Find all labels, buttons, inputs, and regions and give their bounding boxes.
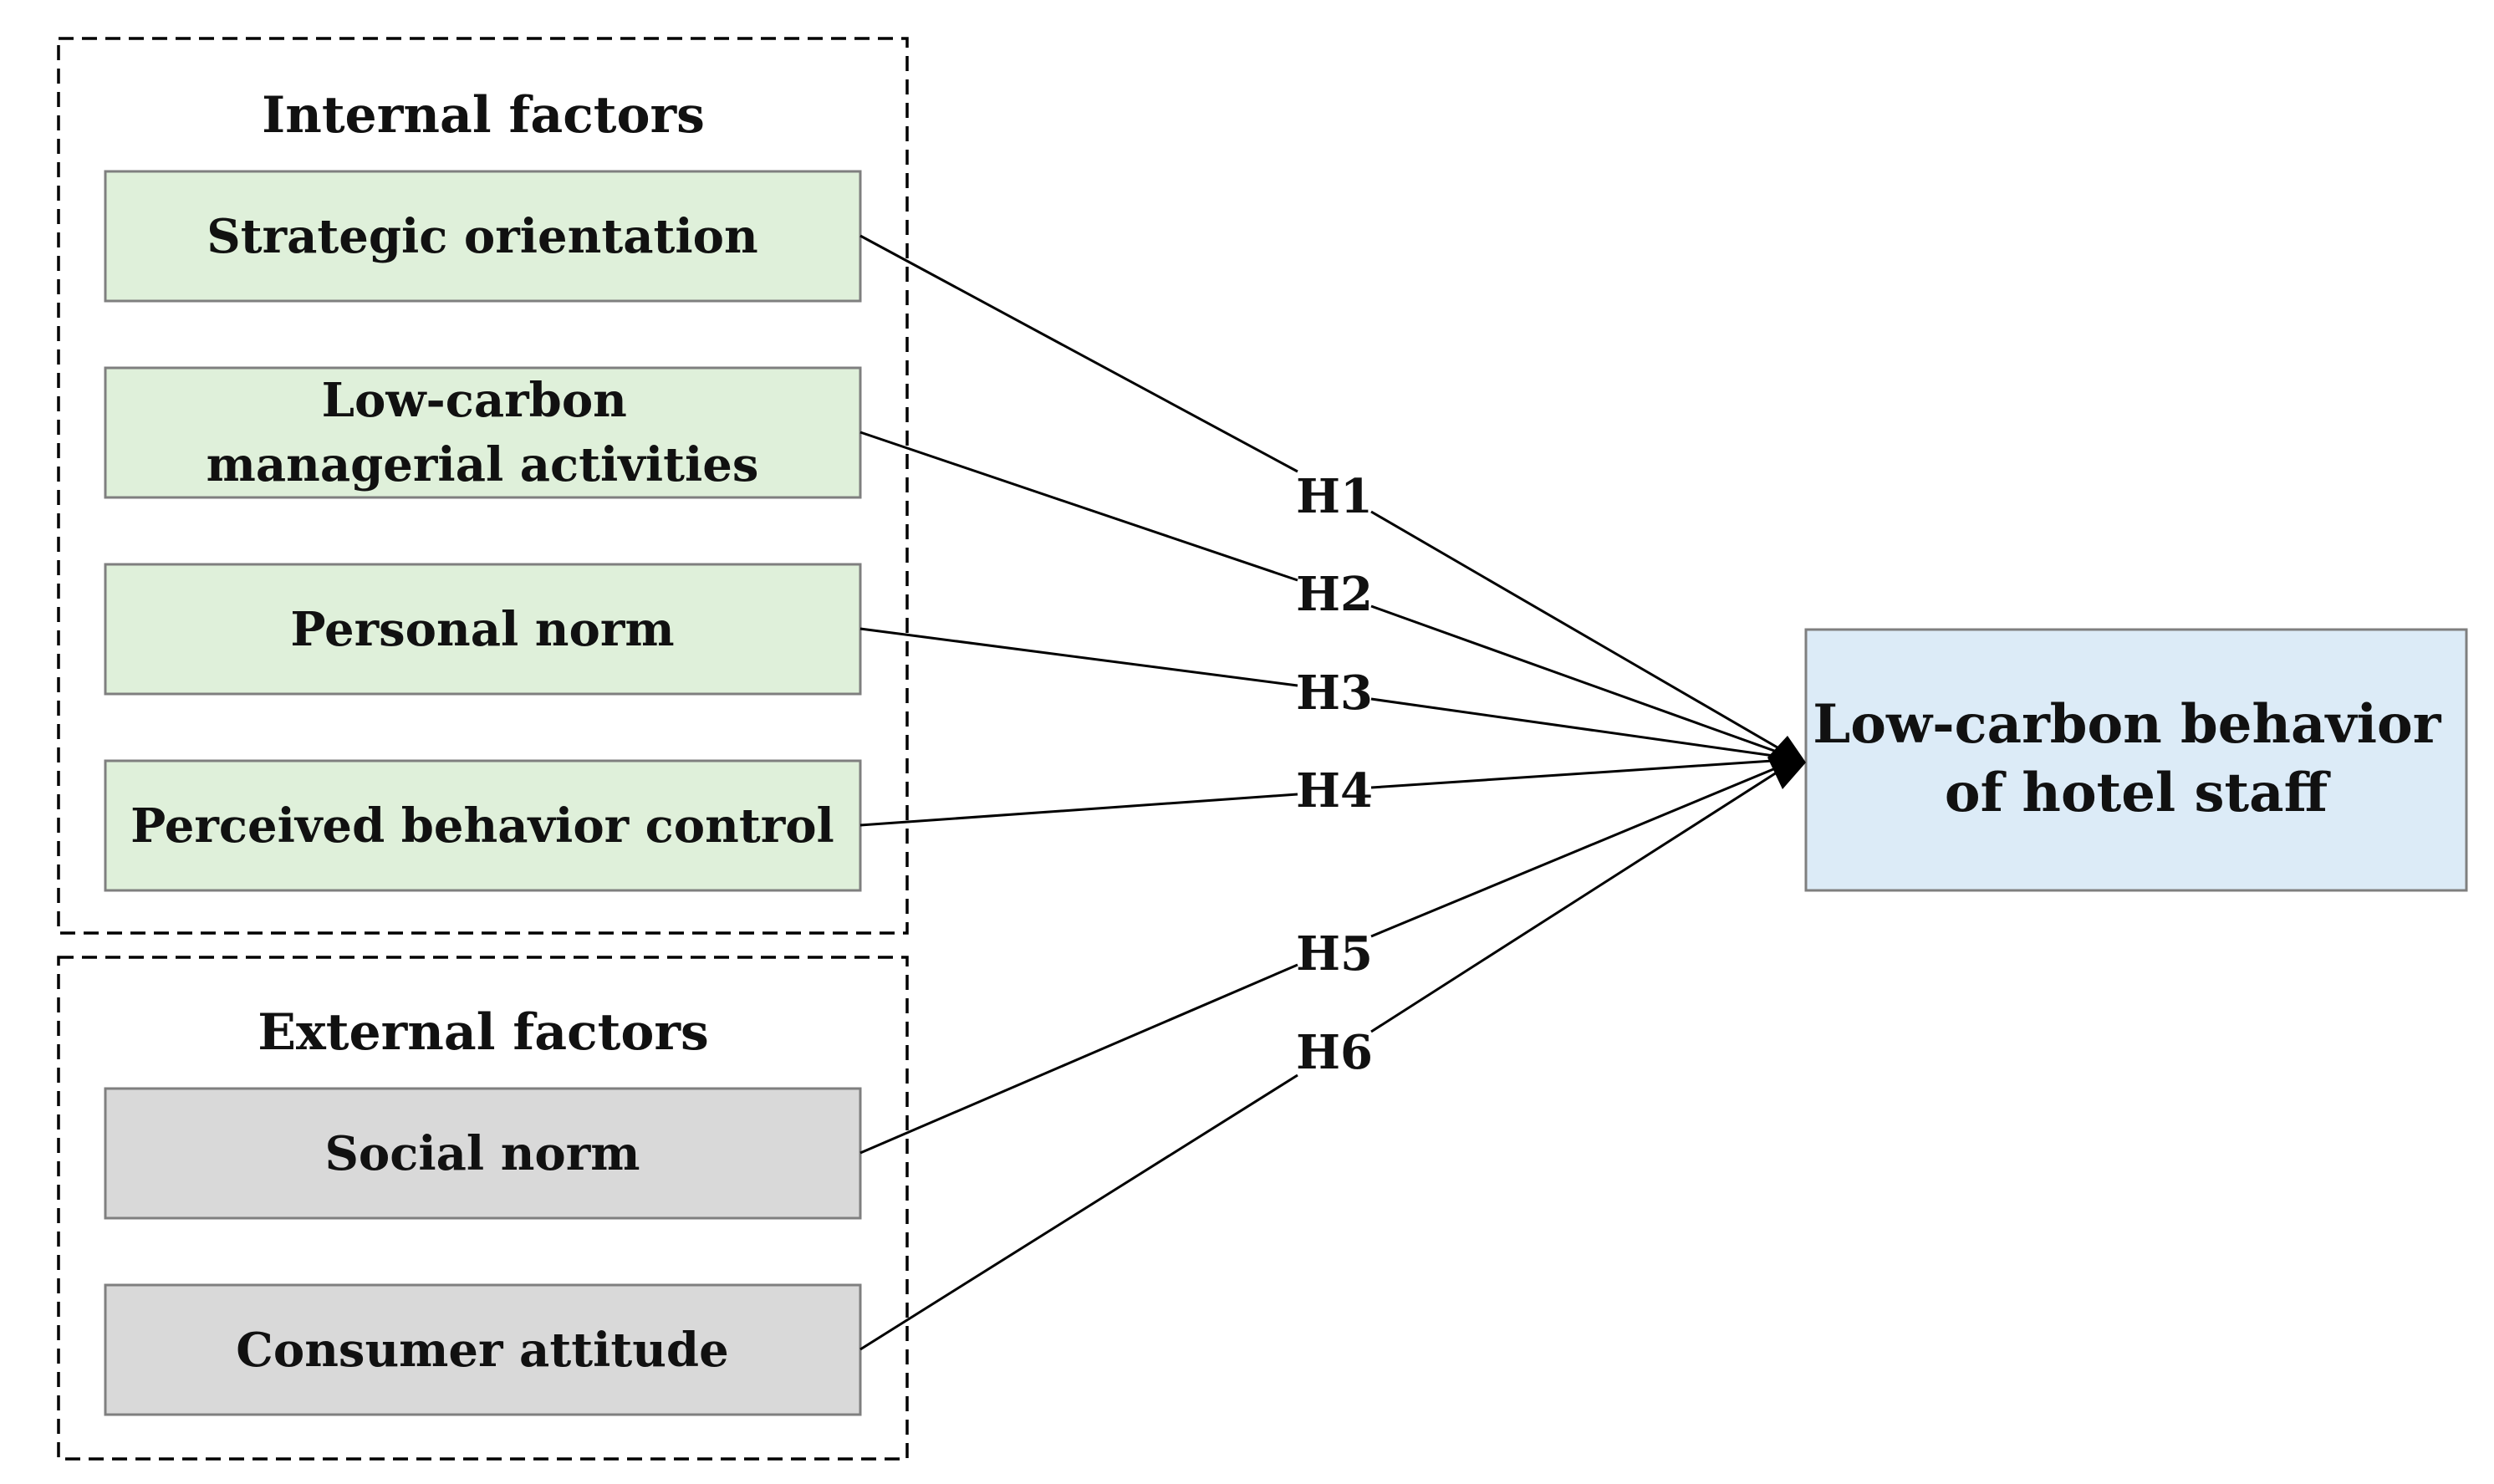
factor-box bbox=[104, 1087, 862, 1220]
h6-line-start bbox=[859, 1073, 1298, 1351]
h1-line-end bbox=[1370, 510, 1798, 761]
factor-label: Social norm bbox=[324, 1126, 640, 1181]
factor-box bbox=[104, 759, 862, 892]
factor-label: Low-carbon managerial activities bbox=[207, 373, 759, 492]
factor-label: Consumer attitude bbox=[236, 1323, 728, 1378]
h3-line-start bbox=[859, 627, 1298, 687]
hypothesis-label-h6: H6 bbox=[1296, 1025, 1373, 1080]
factor-label-line-2: managerial activities bbox=[207, 437, 759, 492]
factor-label: Personal norm bbox=[290, 602, 674, 657]
internal-factors-group bbox=[57, 37, 909, 935]
target-label-line-2: of hotel staff bbox=[1945, 762, 2331, 824]
hypothesis-arrows bbox=[859, 234, 1798, 1351]
hypothesis-label-h2: H2 bbox=[1296, 567, 1373, 622]
external-factors-group bbox=[57, 956, 909, 1461]
target-box bbox=[1804, 628, 2468, 892]
factor-personal-norm: Personal norm bbox=[104, 563, 862, 696]
external-factors-title: External factors bbox=[258, 1003, 709, 1062]
factor-label-line-1: Low-carbon bbox=[322, 373, 627, 428]
factor-box bbox=[104, 1283, 862, 1416]
arrowhead-icon bbox=[1767, 736, 1806, 789]
factor-label: Perceived behavior control bbox=[130, 798, 834, 854]
h1-line-start bbox=[859, 234, 1298, 473]
factor-consumer-attitude: Consumer attitude bbox=[104, 1283, 862, 1416]
factor-box bbox=[104, 563, 862, 696]
h4-line-start bbox=[859, 793, 1298, 827]
factor-box bbox=[104, 366, 862, 499]
hypothesis-label-h4: H4 bbox=[1296, 763, 1373, 818]
internal-factors-title: Internal factors bbox=[262, 86, 705, 145]
h4-line-end bbox=[1370, 757, 1798, 789]
target-label: Low-carbon behavior of hotel staff bbox=[1813, 693, 2459, 824]
factor-low-carbon-managerial-activities: Low-carbon managerial activities bbox=[104, 366, 862, 499]
h6-line-end bbox=[1370, 757, 1798, 1033]
factor-strategic-orientation: Strategic orientation bbox=[104, 170, 862, 303]
factor-social-norm: Social norm bbox=[104, 1087, 862, 1220]
hypothesis-label-h5: H5 bbox=[1296, 926, 1373, 982]
target-low-carbon-behavior: Low-carbon behavior of hotel staff bbox=[1804, 628, 2468, 892]
h5-line-start bbox=[859, 963, 1298, 1155]
h2-line-start bbox=[859, 431, 1298, 582]
hypothesis-label-h1: H1 bbox=[1296, 469, 1373, 524]
target-label-line-1: Low-carbon behavior bbox=[1813, 693, 2441, 756]
h2-line-end bbox=[1370, 604, 1798, 761]
h3-line-end bbox=[1370, 697, 1798, 761]
hypothesis-label-h3: H3 bbox=[1296, 666, 1373, 721]
factor-label: Strategic orientation bbox=[207, 209, 757, 264]
factor-perceived-behavior-control: Perceived behavior control bbox=[104, 759, 862, 892]
h5-line-end bbox=[1370, 757, 1798, 938]
